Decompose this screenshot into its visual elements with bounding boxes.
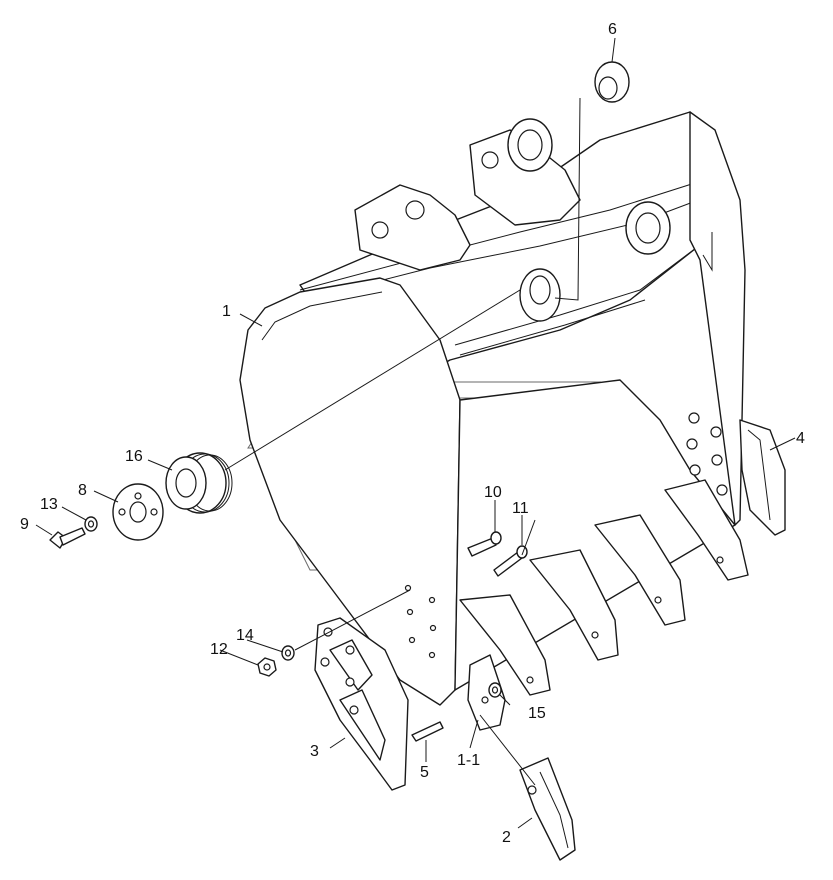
tooth-washer	[488, 682, 502, 698]
callout-11: 11	[512, 500, 529, 517]
hex-bolt	[49, 527, 86, 549]
cutter-bolts	[467, 531, 528, 577]
callout-10: 10	[484, 484, 502, 501]
callout-6: 6	[608, 21, 617, 38]
callout-13: 13	[40, 496, 58, 513]
shim-stack	[165, 452, 233, 514]
retainer-plate	[112, 483, 164, 541]
callout-2: 2	[502, 829, 511, 846]
callout-14: 14	[236, 627, 254, 644]
callout-15: 15	[528, 705, 546, 722]
hex-nut	[257, 657, 277, 677]
callout-4: 4	[796, 430, 805, 447]
callout-16: 16	[125, 448, 143, 465]
flat-washer	[281, 645, 295, 661]
tooth-pin	[411, 721, 444, 742]
lock-washer	[84, 516, 98, 532]
callout-1-1: 1-1	[457, 752, 480, 769]
callout-9: 9	[20, 516, 29, 533]
leader-lines	[35, 37, 796, 829]
callout-5: 5	[420, 764, 429, 781]
bucket-body	[239, 111, 746, 706]
callout-labels: 6 1 4 16 8 13 9 10 11 14 12 15 3 5 1-1 2	[20, 21, 805, 846]
callout-3: 3	[310, 743, 319, 760]
tooth-adapters	[459, 479, 749, 731]
side-cutter-right	[739, 419, 786, 536]
pin-bushing	[594, 61, 630, 103]
bucket-tooth	[519, 757, 576, 861]
callout-1: 1	[222, 303, 231, 320]
callout-12: 12	[210, 641, 228, 658]
side-cutter-left	[314, 617, 409, 791]
callout-8: 8	[78, 482, 87, 499]
